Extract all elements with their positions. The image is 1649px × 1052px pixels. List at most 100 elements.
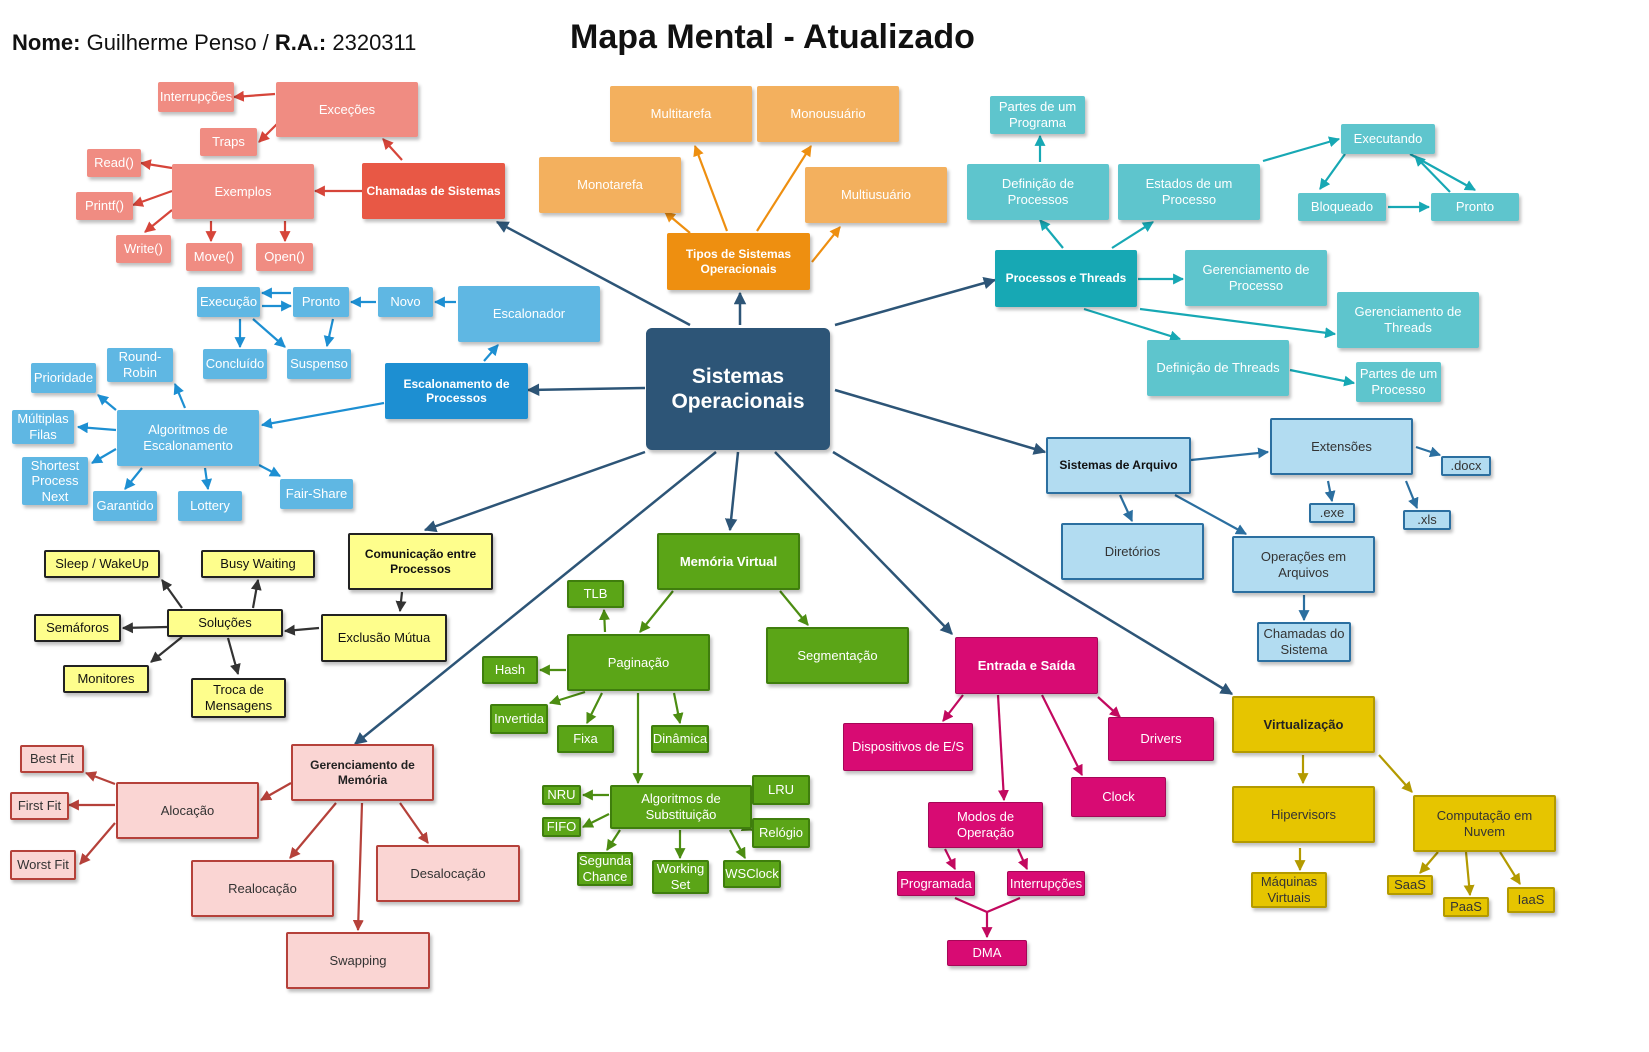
node-solucoes: Soluções [167,609,283,637]
connector-arrow [1139,307,1337,339]
node-iaas: IaaS [1507,887,1555,913]
connector-arrow [1324,480,1336,503]
node-fixa: Fixa [557,725,614,753]
connector-arrow [1289,368,1356,387]
node-processos: Processos e Threads [995,250,1137,307]
node-partes-prog: Partes de um Programa [990,96,1085,134]
connector-arrow [423,450,646,533]
node-lru: LRU [752,775,810,805]
connector-arrow [598,608,610,633]
node-dma: DMA [947,940,1027,966]
node-bloqueado: Bloqueado [1298,193,1386,221]
node-write: Write() [116,235,171,263]
connector-arrow [352,802,364,932]
node-escalonamento: Escalonamento de Processos [385,363,528,419]
node-interrupcoes2: Interrupções [1007,871,1085,896]
node-tipos: Tipos de Sistemas Operacionais [667,233,810,290]
connector-arrow [150,636,183,663]
connector-arrow [144,209,173,233]
node-definicao-proc: Definição de Processos [967,164,1109,220]
connector-arrow [1499,851,1521,885]
node-invertida: Invertida [490,704,548,734]
ra-value: 2320311 [332,30,417,55]
connector-arrow [91,448,117,464]
node-ger-processo: Gerenciamento de Processo [1185,250,1327,306]
node-programada: Programada [897,871,975,896]
connector-arrow [756,145,812,232]
connector-arrow [283,624,320,636]
connector-arrow [252,318,286,348]
node-docx: .docx [1441,456,1491,476]
connector-arrow [664,211,691,234]
connector-arrow [173,382,187,409]
node-partes-proc: Partes de um Processo [1356,362,1441,402]
node-extensoes: Extensões [1270,418,1413,475]
node-shortest: Shortest Process Next [22,457,88,505]
node-troca: Troca de Mensagens [191,678,286,718]
node-swapping: Swapping [286,932,430,989]
node-fair-share: Fair-Share [280,479,353,509]
node-tlb: TLB [567,580,624,608]
connector-arrow [395,591,407,613]
node-multiplas: Múltiplas Filas [12,410,74,444]
node-paginacao: Paginação [567,634,710,691]
node-maquinas: Máquinas Virtuais [1251,872,1327,908]
connector-arrow [1111,221,1154,249]
ra-label: R.A.: [274,30,327,55]
node-saas: SaaS [1387,875,1433,895]
node-monotarefa: Monotarefa [539,157,681,213]
connector-arrow [811,226,841,263]
node-ger-threads: Gerenciamento de Threads [1337,292,1479,348]
connector-arrow [131,189,173,207]
node-interrupcoes1: Interrupções [158,82,234,112]
connector-arrow [1419,851,1439,874]
node-multitarefa: Multitarefa [610,86,752,142]
connector-arrow [495,220,691,327]
node-first: First Fit [10,792,69,820]
node-drivers: Drivers [1108,717,1214,761]
page-title: Mapa Mental - Atualizado [570,18,975,56]
separator: / [256,30,275,55]
node-algoritmos-esc: Algoritmos de Escalonamento [117,410,259,466]
node-alocacao: Alocação [116,782,259,839]
node-busy: Busy Waiting [201,550,315,578]
connector-arrow [1463,851,1475,897]
node-move: Move() [186,243,242,271]
node-realocacao: Realocação [191,860,334,917]
node-nru: NRU [542,785,581,805]
connector-arrow [226,637,241,676]
node-executando: Executando [1341,124,1435,154]
node-chamadas: Chamadas de Sistemas [362,163,505,219]
node-diretorios: Diretórios [1061,523,1204,580]
node-xls: .xls [1403,510,1451,530]
connector-arrow [161,579,183,609]
connector-arrow [606,829,621,851]
node-clock: Clock [1071,777,1166,817]
connector-arrow [1041,694,1083,776]
node-comunicacao: Comunicação entre Processos [348,533,493,590]
node-fifo: FIFO [542,817,581,837]
connector-arrow [201,467,213,491]
node-sleep: Sleep / WakeUp [44,550,160,578]
node-center: Sistemas Operacionais [646,328,830,450]
connector-arrow [76,422,117,434]
connector-arrow [1414,155,1451,193]
node-chamadas-sis: Chamadas do Sistema [1257,622,1351,662]
node-arquivos: Sistemas de Arquivo [1046,437,1191,494]
node-def-threads: Definição de Threads [1147,340,1289,396]
node-pronto-teal: Pronto [1431,193,1519,221]
connector-arrow [582,813,610,828]
connector-arrow [260,401,385,429]
connector-arrow [124,467,143,490]
node-relogio: Relógio [752,818,810,848]
connector-arrow [1190,447,1270,462]
name-value: Guilherme Penso [86,30,257,55]
node-ger-memoria: Gerenciamento de Memória [291,744,434,801]
connector-arrow [639,590,674,633]
connector-arrow [1404,480,1419,510]
node-exe: .exe [1309,503,1355,523]
connector-arrow [323,318,335,348]
connector-arrow [399,802,429,844]
connector-arrow [724,451,740,532]
node-open: Open() [256,243,313,271]
